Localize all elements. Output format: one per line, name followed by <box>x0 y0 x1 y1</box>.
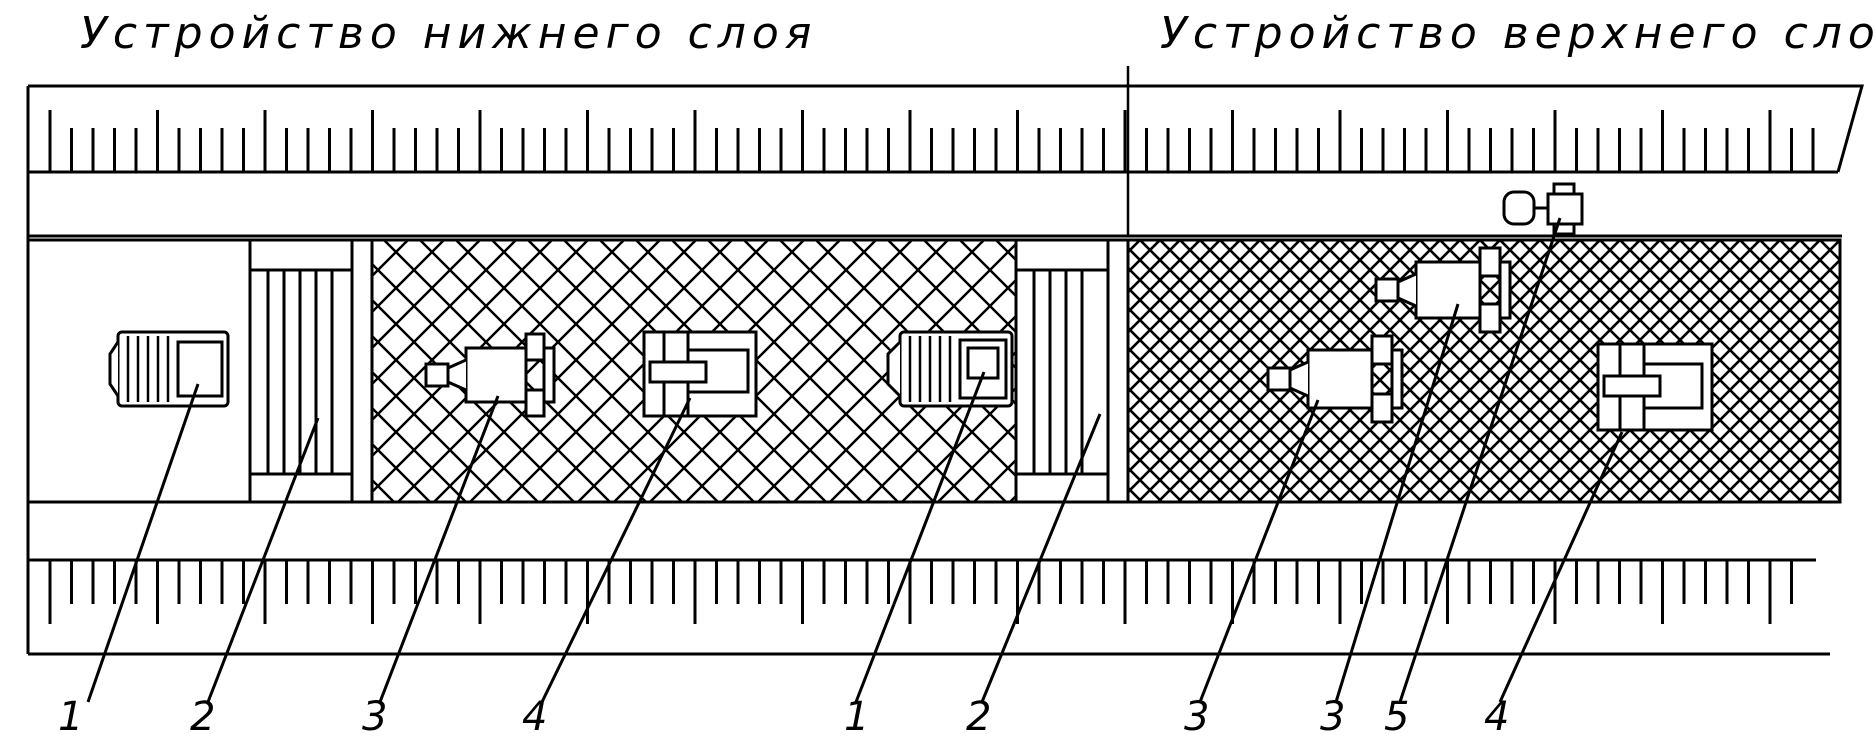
callout-spread-zone-1: 2 <box>190 694 215 740</box>
callout-tractor: 5 <box>1384 694 1409 740</box>
callout-grader-3: 3 <box>1320 694 1345 740</box>
top-shoulder-ticks <box>48 110 1815 172</box>
callout-numbers: 1 2 3 4 1 2 3 3 5 4 <box>58 694 1509 740</box>
callout-grader-1: 3 <box>362 694 387 740</box>
bottom-shoulder-ticks <box>48 560 1793 624</box>
callout-roller-2: 4 <box>1484 694 1509 740</box>
title-lower-layer: Устройство нижнего слоя <box>80 8 818 59</box>
paver-2-icon <box>886 330 1014 408</box>
paver-1-icon <box>108 330 230 408</box>
roller-1-icon <box>642 330 758 418</box>
grader-2-icon <box>1266 334 1404 424</box>
callout-paver-1: 1 <box>58 694 83 740</box>
callout-grader-2: 3 <box>1184 694 1209 740</box>
title-upper-layer: Устройство верхнего слоя <box>1160 8 1876 59</box>
compacted-upper-layer <box>1126 238 1842 504</box>
grader-3-icon <box>1374 246 1512 334</box>
spread-zone-1 <box>248 238 374 504</box>
callout-spread-zone-2: 2 <box>966 694 991 740</box>
grader-1-icon <box>424 332 556 418</box>
callout-paver-2: 1 <box>844 694 869 740</box>
callout-roller-1: 4 <box>522 694 547 740</box>
tractor-icon <box>1502 182 1584 236</box>
roller-2-icon <box>1596 342 1714 432</box>
spread-zone-2 <box>1014 238 1130 504</box>
callout-leaders <box>86 217 1624 703</box>
